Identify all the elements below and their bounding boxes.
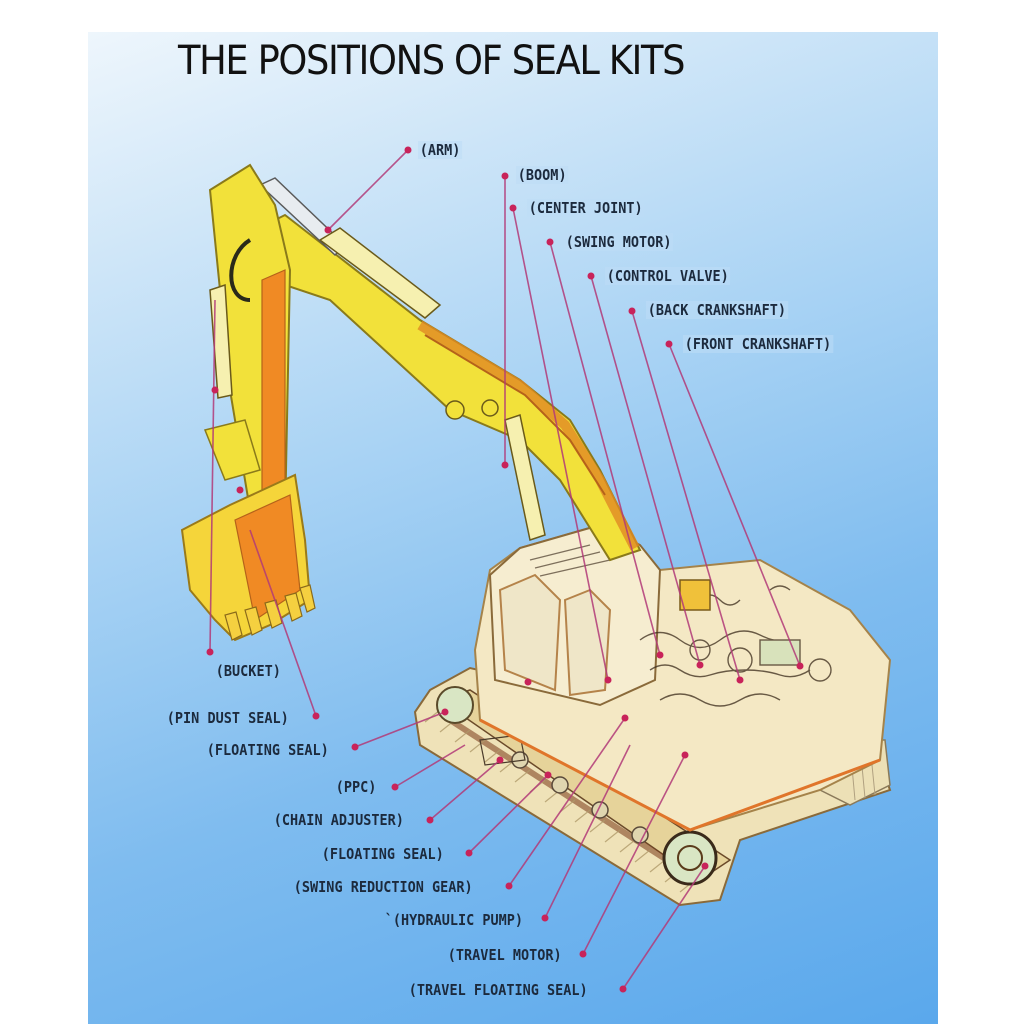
arm-cylinder-icon	[258, 177, 442, 319]
page-title: THE POSITIONS OF SEAL KITS	[178, 38, 685, 84]
label-control-valve: (CONTROL VALVE)	[605, 267, 731, 285]
label-swing-motor: (SWING MOTOR)	[564, 233, 674, 251]
label-ppc: (PPC)	[335, 778, 377, 796]
arm-icon	[203, 163, 292, 522]
label-hydraulic-pump: `(HYDRAULIC PUMP)	[384, 911, 523, 929]
leader-lines	[209, 149, 801, 990]
label-front-crankshaft: (FRONT CRANKSHAFT)	[683, 335, 833, 353]
label-arm: (ARM)	[418, 141, 463, 159]
label-floating-seal-1: (FLOATING SEAL)	[206, 741, 329, 759]
label-pin-dust-seal: (PIN DUST SEAL)	[166, 709, 289, 727]
upper-body-icon	[473, 523, 892, 832]
label-boom: (BOOM)	[516, 166, 569, 184]
label-chain-adjuster: (CHAIN ADJUSTER)	[273, 811, 404, 829]
label-travel-motor: (TRAVEL MOTOR)	[447, 946, 562, 964]
label-floating-seal-2: (FLOATING SEAL)	[321, 845, 444, 863]
bucket-icon	[180, 473, 316, 642]
label-bucket: (BUCKET)	[215, 662, 281, 680]
label-back-crankshaft: (BACK CRANKSHAFT)	[646, 301, 788, 319]
marker-dots	[206, 146, 804, 993]
label-swing-reduction-gear: (SWING REDUCTION GEAR)	[293, 878, 473, 896]
label-travel-floating-seal: (TRAVEL FLOATING SEAL)	[408, 981, 588, 999]
boom-icon	[253, 213, 642, 562]
label-center-joint: (CENTER JOINT)	[527, 199, 645, 217]
